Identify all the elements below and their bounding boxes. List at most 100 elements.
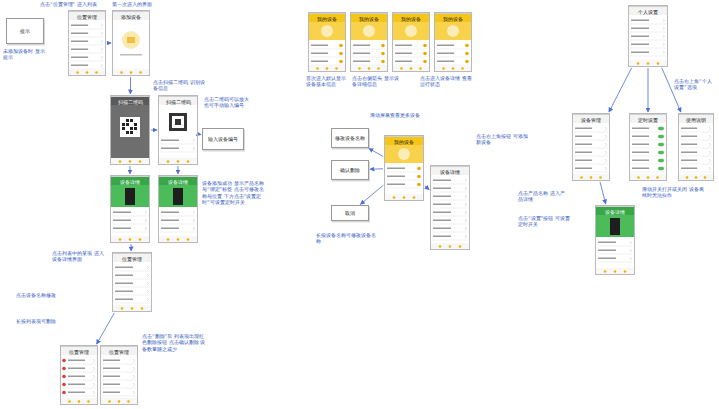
screen-detail [110, 175, 150, 243]
screen-detail [68, 376, 85, 378]
screen-detail [350, 12, 388, 72]
screen-detail [631, 132, 665, 133]
phone-screen [60, 345, 98, 405]
annotation-note: 首次进入默认显示 设备基本信息 [306, 75, 350, 88]
screen-detail [108, 400, 111, 403]
screen-detail [395, 45, 412, 47]
screen-detail [574, 164, 608, 165]
screen-detail [377, 67, 380, 70]
screen-detail [394, 57, 428, 58]
annotation-note: 点击产品名称 进入产品详情 [518, 190, 568, 203]
screen-detail [158, 175, 198, 243]
screen-detail [120, 54, 142, 56]
screen-detail [173, 188, 183, 205]
screen-detail [630, 56, 666, 57]
screen-detail [331, 160, 369, 180]
screen-detail [101, 32, 103, 35]
screen-detail [130, 119, 133, 122]
screen-detail [187, 160, 190, 163]
phone-screen [384, 135, 424, 201]
screen-detail [139, 71, 142, 74]
screen-detail [413, 196, 416, 199]
screen-detail [417, 183, 421, 187]
flow-arrow [199, 134, 201, 135]
phone-screen [629, 113, 667, 181]
screen-detail [410, 67, 413, 70]
screen-detail [130, 71, 133, 74]
screen-detail [358, 67, 361, 70]
screen-detail [663, 51, 665, 54]
screen-detail [93, 367, 95, 370]
annotation-note: 点击“删除”后 列表项出现红色删除按钮 点击确认删除 设备数量随之减少 [142, 333, 206, 352]
screen-detail [139, 238, 142, 241]
phone-screen: 位置管理 [100, 345, 138, 405]
annotation-note: 长按列表项可删除 [16, 318, 66, 324]
screen-detail [114, 271, 150, 272]
screen-detail [575, 152, 592, 154]
screen-detail [432, 232, 468, 233]
screen-detail [93, 383, 95, 386]
screen-detail [102, 396, 136, 397]
annotation-note: 点击二维码可以放大 也可手动输入编号 [204, 96, 254, 109]
annotation-note: 未添加设备时 显示提示 [3, 48, 47, 61]
screen-detail [112, 232, 148, 233]
screen-detail [575, 128, 592, 130]
screen-detail [631, 20, 649, 22]
phone-screen: 扫描二维码 [158, 95, 198, 165]
dialog-box: 修改设备名称 [331, 128, 369, 148]
annotation-note: 点击右上角按钮 可添加新设备 [476, 133, 532, 146]
screen-detail [102, 364, 136, 365]
screen-detail [432, 200, 468, 201]
dialog-box: 取消 [331, 205, 369, 221]
screen-detail [308, 65, 346, 72]
screen-detail [177, 238, 180, 241]
screen-detail [595, 205, 635, 275]
screen-detail [310, 49, 344, 50]
screen-detail [60, 347, 98, 355]
screen-detail [62, 367, 66, 371]
screen-detail [311, 45, 328, 47]
screen-detail [392, 12, 430, 72]
screen-detail [160, 224, 196, 225]
phone-screen: 定时设置 [629, 113, 667, 181]
screen-detail [574, 156, 608, 157]
screen-detail [630, 48, 666, 49]
screen-detail [681, 144, 697, 146]
screen-detail [112, 12, 150, 20]
screen-detail [350, 65, 388, 72]
screen-detail [442, 67, 445, 70]
screen-title: 设备详情 [596, 208, 634, 216]
screen-detail [308, 22, 346, 40]
phone-screen [110, 95, 150, 165]
screen-detail [172, 116, 184, 128]
phone-screen: 扫描二维码 [110, 95, 150, 165]
screen-detail [384, 135, 424, 201]
flow-arrow [360, 185, 383, 204]
screen-detail [78, 400, 81, 403]
screen-detail [695, 176, 698, 179]
phone-screen [392, 12, 430, 72]
screen-detail [353, 45, 370, 47]
screen-detail [101, 24, 103, 27]
screen-detail [605, 135, 607, 138]
screen-detail [113, 220, 131, 222]
screen-detail [308, 14, 346, 22]
screen-detail [352, 57, 386, 58]
screen-title: 我的设备 [309, 15, 345, 23]
phone-screen: 位置管理 [112, 252, 152, 312]
screen-detail [681, 160, 697, 162]
screen-detail [100, 347, 138, 355]
screen-detail [430, 165, 470, 250]
screen-detail [71, 33, 88, 35]
screen-detail [311, 53, 328, 55]
screen-detail [459, 245, 462, 248]
screen-detail [465, 211, 467, 214]
screen-detail [394, 49, 428, 50]
screen-detail [658, 167, 664, 170]
screen-detail [160, 232, 196, 233]
screen-detail [624, 270, 627, 273]
screen-detail [614, 270, 617, 273]
screen-detail [113, 212, 131, 214]
screen-detail [158, 158, 198, 165]
screen-detail [139, 160, 142, 163]
